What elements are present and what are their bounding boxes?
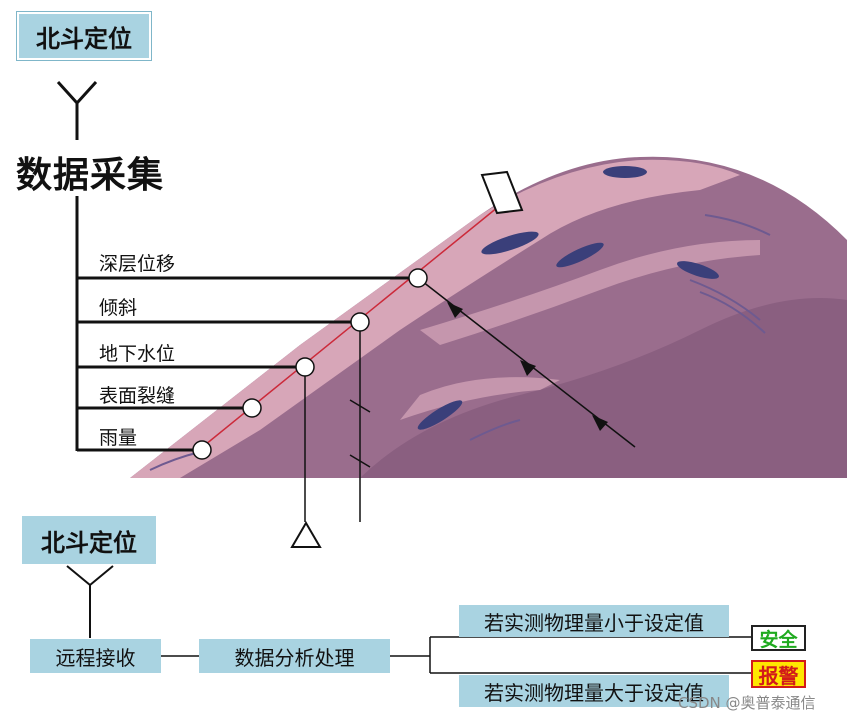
slope-layer-3 bbox=[400, 377, 560, 420]
result-alarm-badge: 报警 bbox=[751, 660, 806, 688]
arrow-head-1 bbox=[447, 302, 463, 318]
sensor-node-rainfall bbox=[192, 440, 212, 460]
slope-layer-2 bbox=[420, 240, 760, 345]
slope-spot-1 bbox=[603, 166, 647, 178]
result-safe-badge: 安全 bbox=[751, 625, 806, 651]
arrow-head-3 bbox=[592, 415, 608, 431]
tilt-tick-2 bbox=[349, 454, 371, 468]
sensor-label-water-level: 地下水位 bbox=[99, 343, 176, 365]
beidou-label-top: 北斗定位 bbox=[16, 11, 152, 61]
watermark: CSDN @奥普泰通信 bbox=[678, 694, 816, 712]
slope-surface-band bbox=[130, 159, 740, 478]
data-analysis-box: 数据分析处理 bbox=[199, 639, 390, 673]
sensor-node-surface-crack bbox=[242, 398, 262, 418]
condition-greater-box: 若实测物理量大于设定值 bbox=[459, 675, 729, 707]
slope-spot-4 bbox=[676, 261, 720, 279]
sensor-node-water-level bbox=[295, 357, 315, 377]
slope-spot-5 bbox=[417, 400, 463, 430]
sensor-label-deep-displacement: 深层位移 bbox=[99, 253, 176, 275]
bottom-antenna-left bbox=[66, 565, 91, 586]
sensor-label-surface-crack: 表面裂缝 bbox=[99, 385, 176, 407]
water-level-triangle bbox=[290, 521, 322, 548]
bottom-antenna-right bbox=[89, 565, 114, 586]
surface-gauge-marker bbox=[480, 170, 524, 215]
antenna-left bbox=[56, 80, 79, 105]
arrow-head-2 bbox=[520, 360, 536, 376]
slope-spot-2 bbox=[481, 231, 539, 255]
data-collection-title: 数据采集 bbox=[16, 155, 165, 196]
remote-receive-box: 远程接收 bbox=[30, 639, 161, 673]
slope-layer-1 bbox=[360, 298, 847, 478]
beidou-label-bottom: 北斗定位 bbox=[22, 516, 156, 564]
sensor-label-tilt: 倾斜 bbox=[99, 297, 138, 319]
slope-spot-3 bbox=[556, 242, 604, 268]
condition-less-box: 若实测物理量小于设定值 bbox=[459, 605, 729, 637]
tilt-tick-1 bbox=[349, 399, 371, 413]
antenna-right bbox=[75, 80, 98, 105]
sensor-node-deep-displacement bbox=[408, 268, 428, 288]
sensor-node-tilt bbox=[350, 312, 370, 332]
sensor-label-rainfall: 雨量 bbox=[99, 427, 138, 449]
